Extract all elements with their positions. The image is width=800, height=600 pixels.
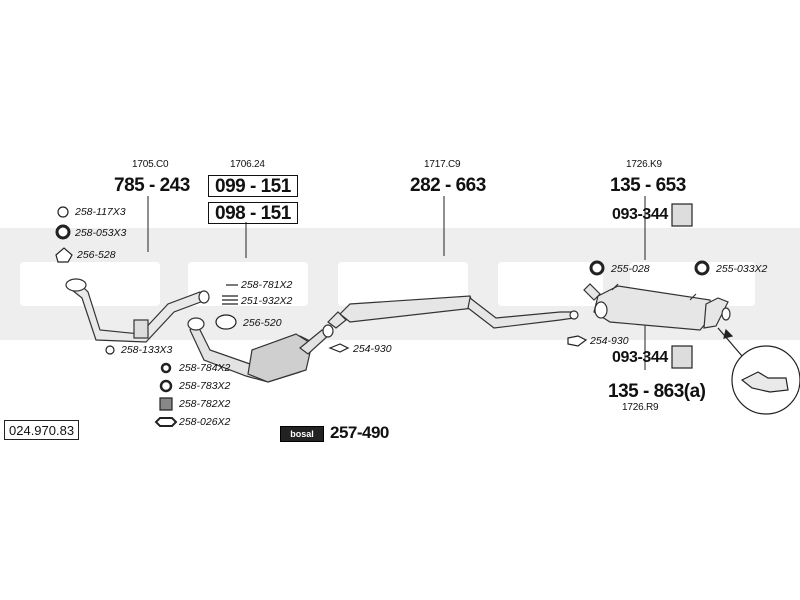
hardware-label-h7: 258-782X2 — [179, 398, 231, 410]
hardware-label-h2: 258-053X3 — [75, 227, 127, 239]
gasket-icon — [328, 343, 350, 353]
ring-icon — [159, 379, 173, 393]
rubber-mount-icon — [589, 260, 605, 276]
hardware-label-h15: 254-930 — [590, 335, 629, 347]
catalyst-part-a: 099 - 151 — [208, 175, 298, 197]
rear-silencer-part-bottom: 135 - 863(a) — [608, 381, 706, 402]
hardware-label-h4: 258-133X3 — [121, 344, 173, 356]
mount-bracket-icon — [671, 345, 693, 369]
spring-icon — [222, 295, 238, 305]
ring-icon — [57, 206, 69, 218]
catalyst-part-b: 098 - 151 — [208, 202, 298, 224]
hardware-label-h5: 258-784X2 — [179, 362, 231, 374]
rubber-mount-icon — [694, 260, 710, 276]
nut-icon — [154, 417, 178, 427]
watermark-letter-cutouts — [20, 262, 755, 306]
hardware-label-h14: 255-033X2 — [716, 263, 768, 275]
hardware-label-h11: 256-520 — [243, 317, 282, 329]
hardware-icons — [55, 203, 710, 427]
front-pipe-part: 785 - 243 — [114, 175, 190, 196]
gasket-icon — [55, 247, 73, 263]
catalyst-oem: 1706.24 — [230, 159, 265, 170]
hardware-label-h9: 258-781X2 — [241, 279, 293, 291]
rear-silencer — [583, 283, 731, 331]
middle-silencer-part: 282 - 663 — [410, 175, 486, 196]
washer-icon — [105, 345, 115, 355]
gasket-icon — [567, 335, 588, 347]
hardware-label-h12: 254-930 — [353, 343, 392, 355]
middle-silencer — [327, 295, 579, 329]
mount-label-top: 093-344 — [612, 206, 668, 223]
hardware-label-h3: 256-528 — [77, 249, 116, 261]
mount-label-bottom: 093-344 — [612, 349, 668, 366]
catalog-number: 024.970.83 — [4, 420, 80, 440]
clamp-icon — [159, 397, 173, 411]
seal-ring-icon — [215, 314, 237, 330]
rear-silencer-part-top: 135 - 653 — [610, 175, 686, 196]
catalytic-converter — [187, 317, 334, 383]
hardware-label-h6: 258-783X2 — [179, 380, 231, 392]
detail-callout — [717, 327, 800, 415]
mount-bracket-icon — [671, 203, 693, 227]
front-pipe-oem: 1705.C0 — [132, 159, 169, 170]
hardware-label-h13: 255-028 — [611, 263, 650, 275]
front-pipe — [65, 278, 210, 343]
nut-icon — [55, 224, 71, 240]
hardware-label-h10: 251-932X2 — [241, 295, 293, 307]
rear-silencer-oem-top: 1726.K9 — [626, 159, 662, 170]
rear-silencer-oem-bottom: 1726.R9 — [622, 402, 659, 413]
brand-badge: bosal — [280, 426, 324, 442]
middle-silencer-oem: 1717.C9 — [424, 159, 461, 170]
ring-icon — [160, 362, 172, 374]
hardware-label-h1: 258-117X3 — [75, 206, 126, 218]
assembly-kit-part: 257-490 — [330, 423, 389, 442]
hardware-label-h8: 258-026X2 — [179, 416, 231, 428]
